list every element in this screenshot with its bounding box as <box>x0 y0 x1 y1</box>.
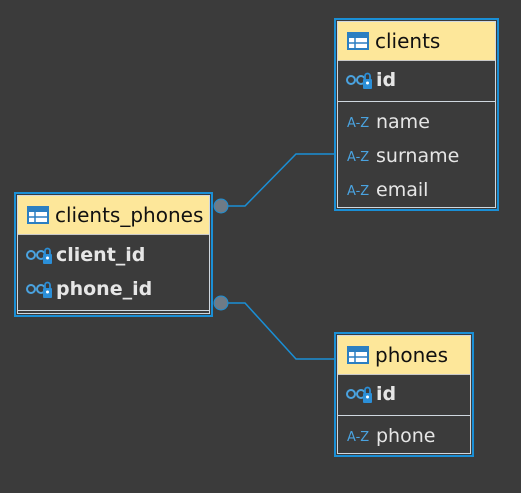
entity-phones-header[interactable]: phones <box>338 336 470 375</box>
entity-phones-attributes: A-Z phone <box>338 416 470 454</box>
column-name: client_id <box>56 244 146 266</box>
string-type-icon: A-Z <box>347 150 369 165</box>
entity-phones-keys: id <box>338 375 470 416</box>
relation-endpoint-clients[interactable] <box>213 198 229 214</box>
entity-phones[interactable]: phones id A-Z phone <box>334 332 474 457</box>
column-row[interactable]: A-Z email <box>338 176 495 204</box>
entity-clients-header[interactable]: clients <box>338 22 495 61</box>
column-name: name <box>376 111 430 133</box>
string-type-icon: A-Z <box>347 116 369 131</box>
column-name: phone <box>376 425 436 447</box>
entity-clients-title: clients <box>375 29 441 53</box>
entity-clients-keys: id <box>338 61 495 102</box>
relation-line-clients-phones-to-clients[interactable] <box>221 153 334 207</box>
relation-endpoint-phones[interactable] <box>213 295 229 311</box>
svg-text:A-Z: A-Z <box>347 150 369 165</box>
entity-clients-phones[interactable]: clients_phones client_id <box>14 192 213 317</box>
column-row[interactable]: client_id <box>18 241 209 269</box>
column-row[interactable]: A-Z phone <box>338 422 470 450</box>
entity-clients-phones-title: clients_phones <box>55 203 204 227</box>
svg-text:A-Z: A-Z <box>347 116 369 131</box>
primary-key-icon <box>346 72 372 89</box>
table-icon <box>347 346 369 364</box>
column-row[interactable]: A-Z name <box>338 108 495 136</box>
entity-clients-attributes: A-Z name A-Z surname A-Z email <box>338 102 495 207</box>
table-icon <box>347 32 369 50</box>
string-type-icon: A-Z <box>347 184 369 199</box>
column-name: surname <box>376 145 460 167</box>
entity-phones-title: phones <box>375 343 449 367</box>
svg-text:A-Z: A-Z <box>347 184 369 199</box>
entity-clients-phones-header[interactable]: clients_phones <box>18 196 209 235</box>
entity-clients-phones-keys: client_id phone_id <box>18 235 209 311</box>
connectors <box>213 153 334 360</box>
column-name: id <box>376 69 397 91</box>
primary-key-icon <box>26 247 52 264</box>
relation-line-clients-phones-to-phones[interactable] <box>221 302 334 360</box>
string-type-icon: A-Z <box>347 430 369 445</box>
column-row[interactable]: id <box>338 66 495 94</box>
entity-clients[interactable]: clients id A-Z name <box>334 18 499 211</box>
primary-key-icon <box>346 386 372 403</box>
column-name: id <box>376 383 397 405</box>
column-name: phone_id <box>56 278 153 300</box>
column-row[interactable]: A-Z surname <box>338 142 495 170</box>
column-row[interactable]: id <box>338 380 470 408</box>
column-name: email <box>376 179 429 201</box>
column-row[interactable]: phone_id <box>18 275 209 303</box>
primary-key-icon <box>26 281 52 298</box>
entity-clients-phones-attributes <box>18 311 209 315</box>
svg-text:A-Z: A-Z <box>347 430 369 445</box>
table-icon <box>27 206 49 224</box>
